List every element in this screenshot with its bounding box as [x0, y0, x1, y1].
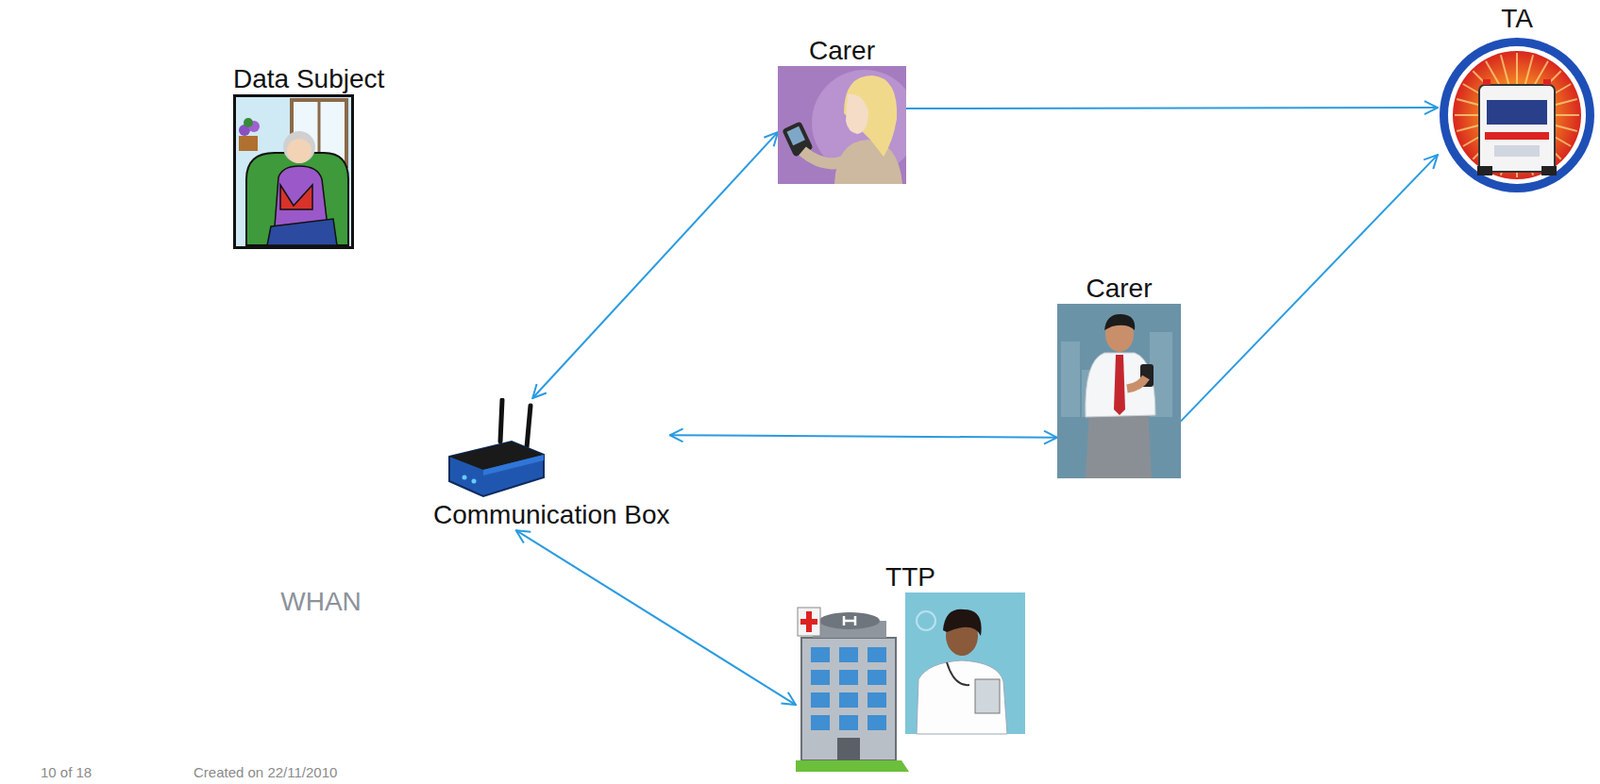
link-arrow	[532, 132, 778, 399]
router-icon	[445, 398, 546, 501]
ambulance-emblem	[1437, 33, 1597, 193]
male-carer-picture	[1057, 303, 1181, 479]
hospital-and-doctor-picture	[795, 592, 1026, 773]
footer-note: Created on 22/11/2010	[193, 764, 337, 781]
node-label: WHAN	[280, 587, 362, 618]
link-arrow	[906, 106, 1438, 110]
node-label: Carer	[808, 35, 876, 67]
actor-node: Carer	[1057, 273, 1181, 479]
actor-node: Communication Box	[433, 398, 671, 531]
node-label: Carer	[1085, 273, 1152, 304]
actor-node: Data Subject	[233, 64, 385, 250]
node-label: Communication Box	[433, 500, 671, 531]
elderly-woman-picture	[233, 94, 354, 250]
actor-node: Carer	[777, 35, 907, 185]
footer-note: 10 of 18	[40, 764, 92, 781]
actor-node: TTP	[795, 562, 1026, 773]
female-carer-picture	[777, 66, 907, 185]
actor-node: TA	[1437, 3, 1597, 193]
link-arrow	[1180, 154, 1438, 422]
node-label: Data Subject	[233, 64, 385, 95]
node-label: TTP	[885, 562, 936, 593]
link-arrow	[670, 435, 1058, 438]
link-arrow	[516, 530, 796, 706]
node-label: TA	[1500, 3, 1533, 34]
